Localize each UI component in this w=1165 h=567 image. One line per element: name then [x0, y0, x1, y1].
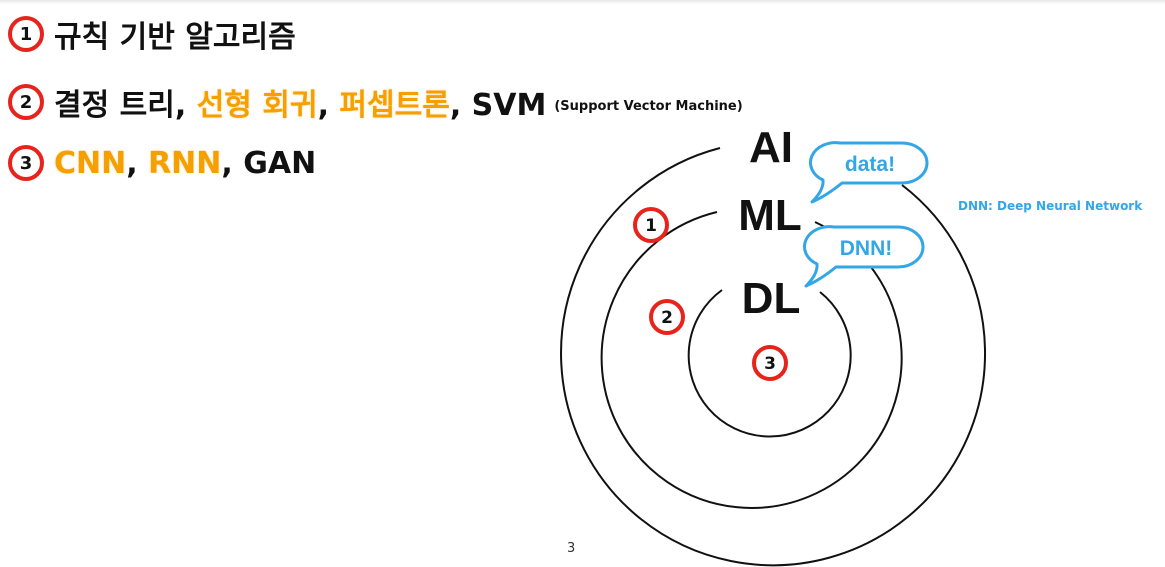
diagram-marker-2-label: 2: [661, 308, 673, 328]
list-item-text: 결정 트리, 선형 회귀, 퍼셉트론, SVM: [54, 80, 546, 124]
label-ml: ML: [738, 191, 802, 240]
page-number: 3: [567, 541, 576, 556]
diagram-marker-3-label: 3: [764, 354, 776, 374]
text-svm: , SVM: [449, 88, 547, 123]
list-item-deep-learning: 3 CNN, RNN, GAN: [8, 145, 316, 181]
top-shadow-bar: [0, 0, 1165, 4]
bubble-dnn-text: DNN!: [840, 237, 893, 260]
number-marker-3: 3: [8, 145, 44, 181]
text-perceptron: 퍼셉트론: [339, 88, 450, 123]
label-ai: AI: [749, 123, 793, 172]
list-item-text: 규칙 기반 알고리즘: [54, 20, 296, 55]
diagram-marker-1: [633, 207, 669, 243]
svm-note: (Support Vector Machine): [554, 98, 743, 114]
diagram-marker-1-label: 1: [645, 216, 657, 236]
diagram-marker-3: [752, 345, 788, 381]
text-separator: ,: [317, 88, 340, 123]
number-marker-2: 2: [8, 84, 44, 120]
list-item-rule-based: 1 규칙 기반 알고리즘: [8, 12, 296, 56]
label-dl: DL: [742, 274, 801, 323]
bubble-data: [809, 141, 929, 204]
text-rnn: RNN: [148, 145, 222, 181]
bubble-dnn: [803, 225, 925, 288]
bubble-data-text: data!: [845, 153, 895, 176]
list-item-machine-learning: 2 결정 트리, 선형 회귀, 퍼셉트론, SVM (Support Vecto…: [8, 80, 743, 124]
number-marker-1: 1: [8, 16, 44, 52]
dnn-definition-note: DNN: Deep Neural Network: [958, 199, 1143, 213]
text-gan: , GAN: [221, 145, 317, 181]
text-linear-regression: 선형 회귀: [196, 88, 318, 123]
text-decision-tree: 결정 트리: [54, 88, 175, 123]
ml-circle: [600, 211, 903, 509]
ai-circle: [560, 147, 987, 567]
text-separator: ,: [174, 88, 197, 123]
diagram-marker-2: [649, 299, 685, 335]
text-cnn: CNN: [54, 145, 127, 181]
text-separator: ,: [126, 145, 149, 181]
dl-circle: [687, 289, 852, 438]
list-item-text: CNN, RNN, GAN: [54, 146, 316, 181]
